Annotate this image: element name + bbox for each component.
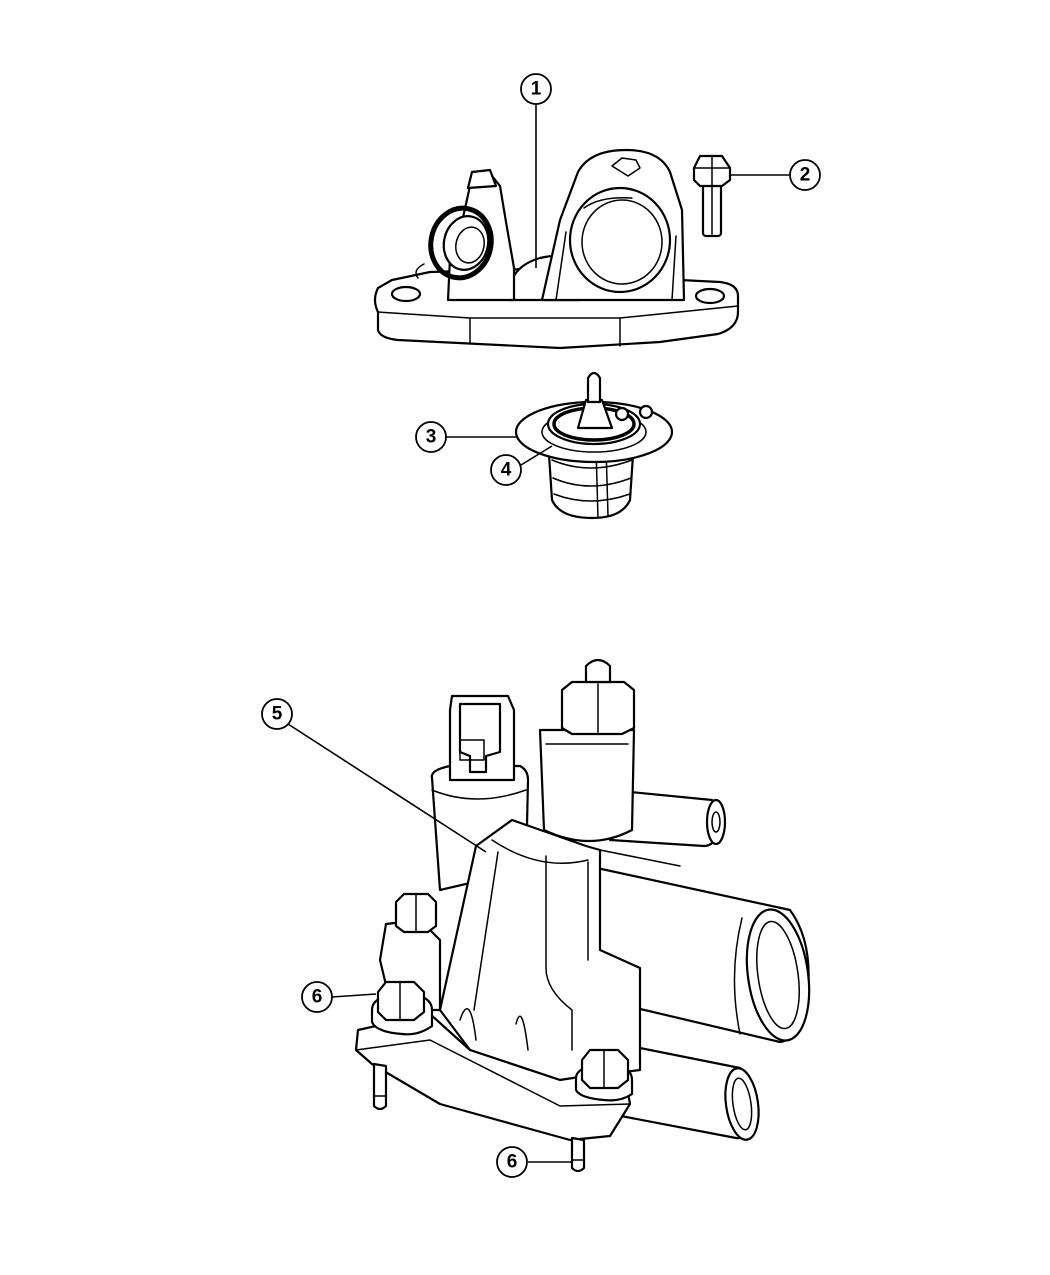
thermostat-assembly[interactable] bbox=[514, 371, 674, 520]
callout-6-stud: 6 bbox=[496, 1146, 528, 1178]
callout-6-nut: 6 bbox=[301, 981, 333, 1013]
callout-1-label: 1 bbox=[531, 79, 542, 100]
thermostat-housing-cover[interactable] bbox=[373, 148, 740, 350]
callout-5: 5 bbox=[261, 698, 293, 730]
callout-1: 1 bbox=[520, 73, 552, 105]
thermostat-housing[interactable] bbox=[354, 658, 817, 1173]
bolt[interactable] bbox=[692, 154, 732, 238]
leader-lines bbox=[287, 104, 790, 1163]
stud[interactable] bbox=[372, 1062, 586, 1173]
callout-6-stud-label: 6 bbox=[507, 1152, 518, 1173]
callout-3: 3 bbox=[415, 421, 447, 453]
callout-5-label: 5 bbox=[272, 704, 283, 725]
callout-2-label: 2 bbox=[800, 165, 811, 186]
callout-4-label: 4 bbox=[501, 460, 512, 481]
callout-6-nut-label: 6 bbox=[312, 987, 323, 1008]
stud-nut[interactable] bbox=[370, 892, 634, 1102]
callout-3-label: 3 bbox=[426, 427, 437, 448]
callout-2: 2 bbox=[789, 159, 821, 191]
callout-4: 4 bbox=[490, 454, 522, 486]
